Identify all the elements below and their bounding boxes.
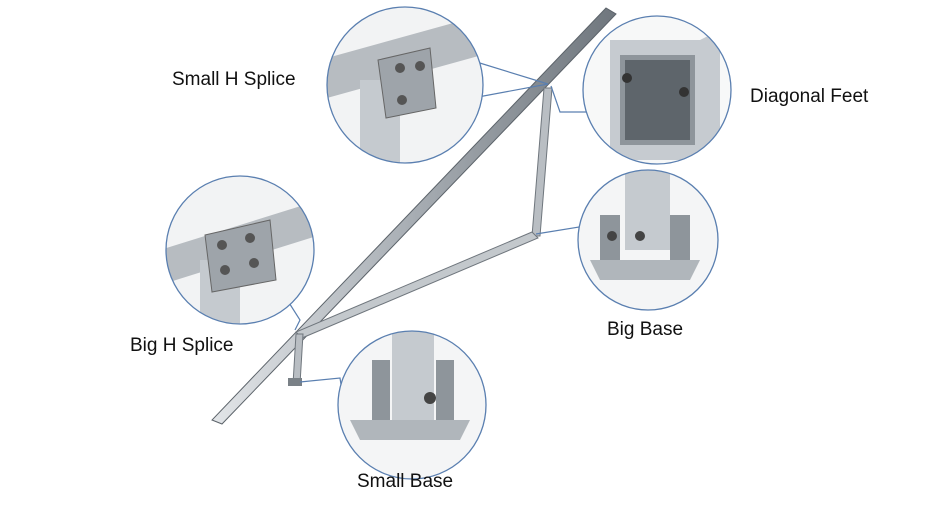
label-big-h-splice: Big H Splice: [130, 335, 234, 356]
diagonal-brace: [295, 231, 539, 339]
label-small-base: Small Base: [357, 471, 454, 492]
big-base-detail: [577, 169, 719, 311]
big-h-splice-detail: [165, 175, 315, 325]
diagonal-feet-detail: [582, 15, 732, 165]
label-small-h-splice: Small H Splice: [172, 69, 296, 90]
label-big-base: Big Base: [607, 319, 684, 340]
small-h-splice-detail: [326, 6, 484, 164]
main-rail: [211, 7, 617, 425]
small-base-detail: [337, 330, 487, 480]
rear-post: [531, 87, 553, 237]
label-diagonal-feet: Diagonal Feet: [750, 86, 869, 107]
front-post: [288, 333, 304, 386]
